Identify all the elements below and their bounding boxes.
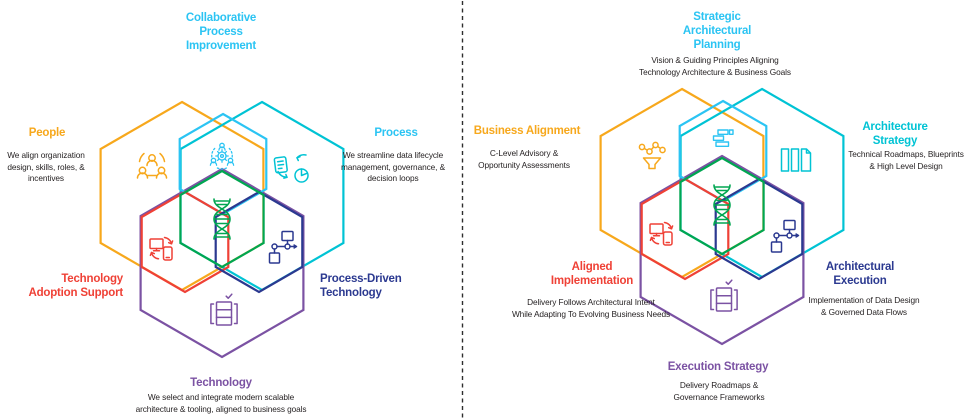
desc-process: We streamline data lifecycle management,… — [340, 150, 446, 184]
desc-technology: We select and integrate modern scalable … — [135, 392, 307, 414]
gantt-blocks-icon — [712, 129, 734, 148]
hexagon-tech-adoption — [140, 190, 230, 294]
org-people-icon — [136, 152, 168, 179]
label-people: People — [28, 127, 66, 139]
desc-people: We align organization design, skills, ro… — [7, 150, 85, 184]
workflow-nodes-icon — [770, 219, 800, 253]
label-architectural-execution: Architectural Execution — [825, 261, 895, 287]
desc-execution-strategy: Delivery Roadmaps & Governance Framework… — [673, 380, 765, 402]
device-sync-icon — [649, 221, 674, 246]
desc-architectural-execution: Implementation of Data Design & Governed… — [808, 295, 920, 317]
label-business-alignment: Business Alignment — [473, 125, 581, 137]
hexagon-technology — [139, 167, 305, 359]
desc-business-alignment: C-Level Advisory & Opportunity Assessmen… — [478, 148, 570, 170]
hexagon-process-driven — [214, 190, 304, 294]
server-stack-check-icon — [210, 293, 238, 326]
hexagon-aligned-implementation — [640, 177, 730, 281]
label-technology: Technology — [190, 377, 252, 389]
label-aligned-implementation: Aligned Implementation — [550, 261, 634, 287]
desc-architecture-strategy: Technical Roadmaps, Blueprints & High Le… — [848, 149, 964, 171]
hexagon-people — [99, 100, 265, 292]
label-architecture-strategy: Architecture Strategy — [862, 121, 928, 147]
label-process-driven-technology: Process-Driven Technology — [320, 273, 402, 299]
left-hexagon-group — [99, 100, 345, 359]
hexagon-strategic-planning — [678, 99, 768, 203]
label-technology-adoption-support: Technology Adoption Support — [28, 273, 123, 299]
hexagon-center-dna — [179, 169, 265, 269]
server-stack-check-icon — [710, 279, 738, 312]
molecule-funnel-icon — [638, 141, 666, 170]
blueprint-columns-icon — [780, 148, 812, 172]
hexagon-architectural-execution — [714, 177, 804, 281]
document-cycle-pie-icon — [273, 154, 309, 183]
people-gear-network-icon — [209, 142, 235, 170]
label-execution-strategy: Execution Strategy — [667, 361, 769, 373]
hexagon-process — [179, 100, 345, 292]
hexagon-collaborative-process — [178, 112, 268, 216]
hexagon-architecture-strategy — [679, 87, 845, 279]
device-sync-icon — [149, 236, 174, 261]
desc-strategic-architectural-planning: Vision & Guiding Principles Aligning Tec… — [639, 55, 791, 77]
hexagon-center-dna-right — [679, 156, 765, 256]
hexagon-business-alignment — [599, 87, 765, 279]
workflow-nodes-icon — [268, 230, 298, 264]
desc-aligned-implementation: Delivery Follows Architectural Intent Wh… — [511, 297, 671, 319]
label-collaborative-process-improvement: Collaborative Process Improvement — [185, 12, 257, 52]
hexagon-execution-strategy — [639, 154, 805, 346]
dna-helix-icon — [213, 198, 231, 240]
label-strategic-architectural-planning: Strategic Architectural Planning — [682, 11, 752, 51]
label-process: Process — [374, 127, 418, 139]
dna-helix-icon — [713, 184, 731, 226]
